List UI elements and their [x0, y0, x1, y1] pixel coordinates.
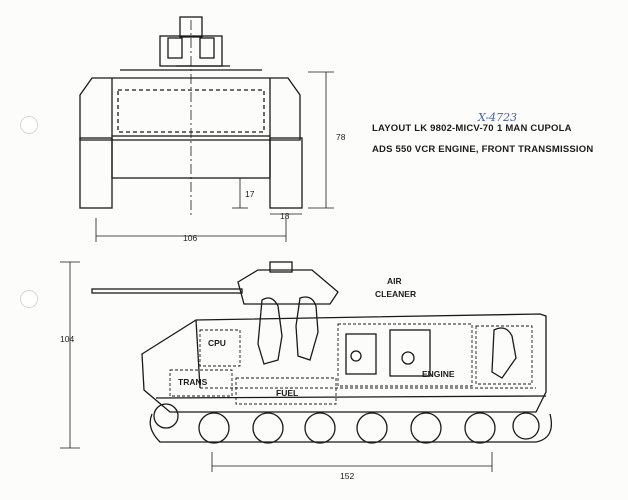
front-track-dim: 18 — [280, 211, 290, 221]
side-track — [149, 413, 553, 443]
layout-title: LAYOUT LK 9802-MICV-70 — [372, 123, 494, 134]
front-track-right — [269, 137, 303, 209]
front-cupola — [179, 16, 203, 38]
engine-label: ENGINE — [422, 369, 455, 379]
air-cleaner-label-1: AIR — [387, 276, 402, 286]
punch-hole-top — [20, 116, 38, 134]
front-clearance-dim: 17 — [245, 189, 255, 199]
side-cupola — [269, 261, 293, 273]
side-gun-barrel — [91, 288, 243, 294]
front-view — [79, 16, 334, 242]
side-length-dim: 152 — [340, 471, 354, 481]
cpu-label: CPU — [208, 338, 226, 348]
side-hull — [141, 313, 547, 413]
side-height-dim: 104 — [60, 334, 74, 344]
handwritten-note: X-4723 — [478, 111, 518, 124]
air-cleaner-label-2: CLEANER — [375, 289, 416, 299]
trans-label: TRANS — [178, 377, 208, 387]
punch-hole-bottom — [20, 290, 38, 308]
cupola-label: 1 MAN CUPOLA — [497, 123, 572, 134]
front-width-dim: 106 — [183, 233, 197, 243]
front-height-dim: 78 — [336, 132, 346, 142]
side-turret — [237, 269, 339, 305]
fuel-label: FUEL — [276, 388, 298, 398]
engine-line: ADS 550 VCR ENGINE, FRONT TRANSMISSION — [372, 144, 594, 155]
front-track-left — [79, 137, 113, 209]
front-hull-upper — [79, 77, 301, 141]
side-view — [60, 261, 553, 472]
